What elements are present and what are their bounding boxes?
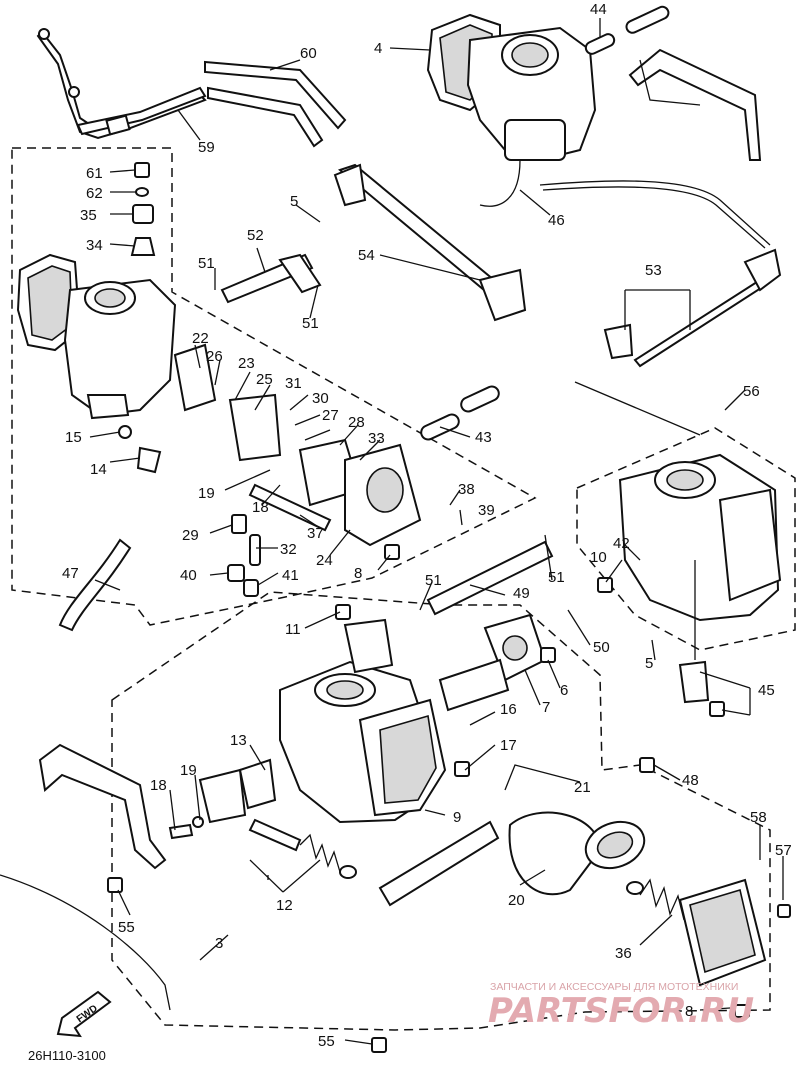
callout-30: 30 xyxy=(312,390,329,407)
callout-61: 61 xyxy=(86,165,103,182)
bracket-top-right xyxy=(628,48,762,161)
jets-column xyxy=(130,162,156,256)
callout-4: 4 xyxy=(374,40,382,57)
link-rod-54 xyxy=(333,163,527,322)
callout-26: 26 xyxy=(206,348,223,365)
callout-12: 12 xyxy=(276,897,293,914)
callout-51: 51 xyxy=(425,572,442,589)
callout-41: 41 xyxy=(282,567,299,584)
callout-53: 53 xyxy=(645,262,662,279)
callout-10: 10 xyxy=(590,549,607,566)
throttle-rods xyxy=(539,180,782,368)
callout-17: 17 xyxy=(500,737,517,754)
drawing-code: 26H110-3100 xyxy=(28,1048,106,1063)
callout-40: 40 xyxy=(180,567,197,584)
callout-34: 34 xyxy=(86,237,103,254)
callout-14: 14 xyxy=(90,461,107,478)
callout-51: 51 xyxy=(302,315,319,332)
callout-22: 22 xyxy=(192,330,209,347)
callout-18: 18 xyxy=(252,499,269,516)
callout-43: 43 xyxy=(475,429,492,446)
callout-11: 11 xyxy=(285,621,301,638)
callout-27: 27 xyxy=(322,407,339,424)
callout-54: 54 xyxy=(358,247,375,264)
callout-13: 13 xyxy=(230,732,247,749)
callout-58: 58 xyxy=(750,809,767,826)
pipe-52 xyxy=(220,253,322,304)
callout-36: 36 xyxy=(615,945,632,962)
callout-50: 50 xyxy=(593,639,610,656)
hose-49 xyxy=(426,540,554,616)
fuel-hoses xyxy=(36,28,347,148)
middle-left-parts xyxy=(118,343,422,597)
assembly-outlines xyxy=(0,147,796,1031)
callout-23: 23 xyxy=(238,355,255,372)
callout-5: 5 xyxy=(290,193,298,210)
callout-labels: 61 62 35 34 60 59 4 44 46 5 52 51 51 54 … xyxy=(62,1,792,1050)
cover-plate-9 xyxy=(378,820,500,907)
callout-56: 56 xyxy=(743,383,760,400)
callout-55: 55 xyxy=(118,919,135,936)
callout-28: 28 xyxy=(348,414,365,431)
watermark-caption: ЗАПЧАСТИ И АКСЕССУАРЫ ДЛЯ МОТОТЕХНИКИ xyxy=(490,981,738,993)
callout-19: 19 xyxy=(198,485,215,502)
callout-6: 6 xyxy=(560,682,568,699)
callout-18: 18 xyxy=(150,777,167,794)
callout-51: 51 xyxy=(548,569,565,586)
callout-20: 20 xyxy=(508,892,525,909)
callout-3: 3 xyxy=(215,935,223,952)
callout-46: 46 xyxy=(548,212,565,229)
callout-44: 44 xyxy=(590,1,607,18)
callout-48: 48 xyxy=(682,772,699,789)
diaphragm-assembly xyxy=(508,811,767,987)
carburetor-top-left xyxy=(16,253,177,420)
carburetor-right xyxy=(618,453,782,704)
callout-33: 33 xyxy=(368,430,385,447)
callout-52: 52 xyxy=(247,227,264,244)
callout-45: 45 xyxy=(758,682,775,699)
callout-29: 29 xyxy=(182,527,199,544)
callout-8: 8 xyxy=(685,1003,693,1020)
callout-24: 24 xyxy=(316,552,333,569)
leader-lines xyxy=(89,18,784,1045)
callout-31: 31 xyxy=(285,375,302,392)
callout-21: 21 xyxy=(574,779,591,796)
callout-59: 59 xyxy=(198,139,215,156)
callout-57: 57 xyxy=(775,842,792,859)
carburetor-top-right xyxy=(426,13,597,207)
callout-55: 55 xyxy=(318,1033,335,1050)
callout-16: 16 xyxy=(500,701,517,718)
bracket-lower-left xyxy=(38,743,167,870)
callout-8: 8 xyxy=(354,565,362,582)
hose-47 xyxy=(58,538,132,632)
callout-51: 51 xyxy=(198,255,215,272)
callout-62: 62 xyxy=(86,185,103,202)
callout-47: 47 xyxy=(62,565,79,582)
watermark-logo: PARTSFOR.RU xyxy=(488,991,754,1031)
fwd-arrow-icon: FWD xyxy=(56,990,112,1038)
callout-60: 60 xyxy=(300,45,317,62)
callout-5: 5 xyxy=(645,655,653,672)
callout-25: 25 xyxy=(256,371,273,388)
shaft-and-spring xyxy=(168,758,357,879)
callout-37: 37 xyxy=(307,525,324,542)
hose-44 xyxy=(584,5,670,55)
callout-15: 15 xyxy=(65,429,82,446)
callout-39: 39 xyxy=(478,502,495,519)
callout-7: 7 xyxy=(542,699,550,716)
callout-42: 42 xyxy=(613,535,630,552)
carburetor-bottom xyxy=(279,613,547,824)
callout-49: 49 xyxy=(513,585,530,602)
callout-19: 19 xyxy=(180,762,197,779)
callout-35: 35 xyxy=(80,207,97,224)
callout-38: 38 xyxy=(458,481,475,498)
screws xyxy=(107,544,791,1053)
callout-32: 32 xyxy=(280,541,297,558)
callout-9: 9 xyxy=(453,809,461,826)
